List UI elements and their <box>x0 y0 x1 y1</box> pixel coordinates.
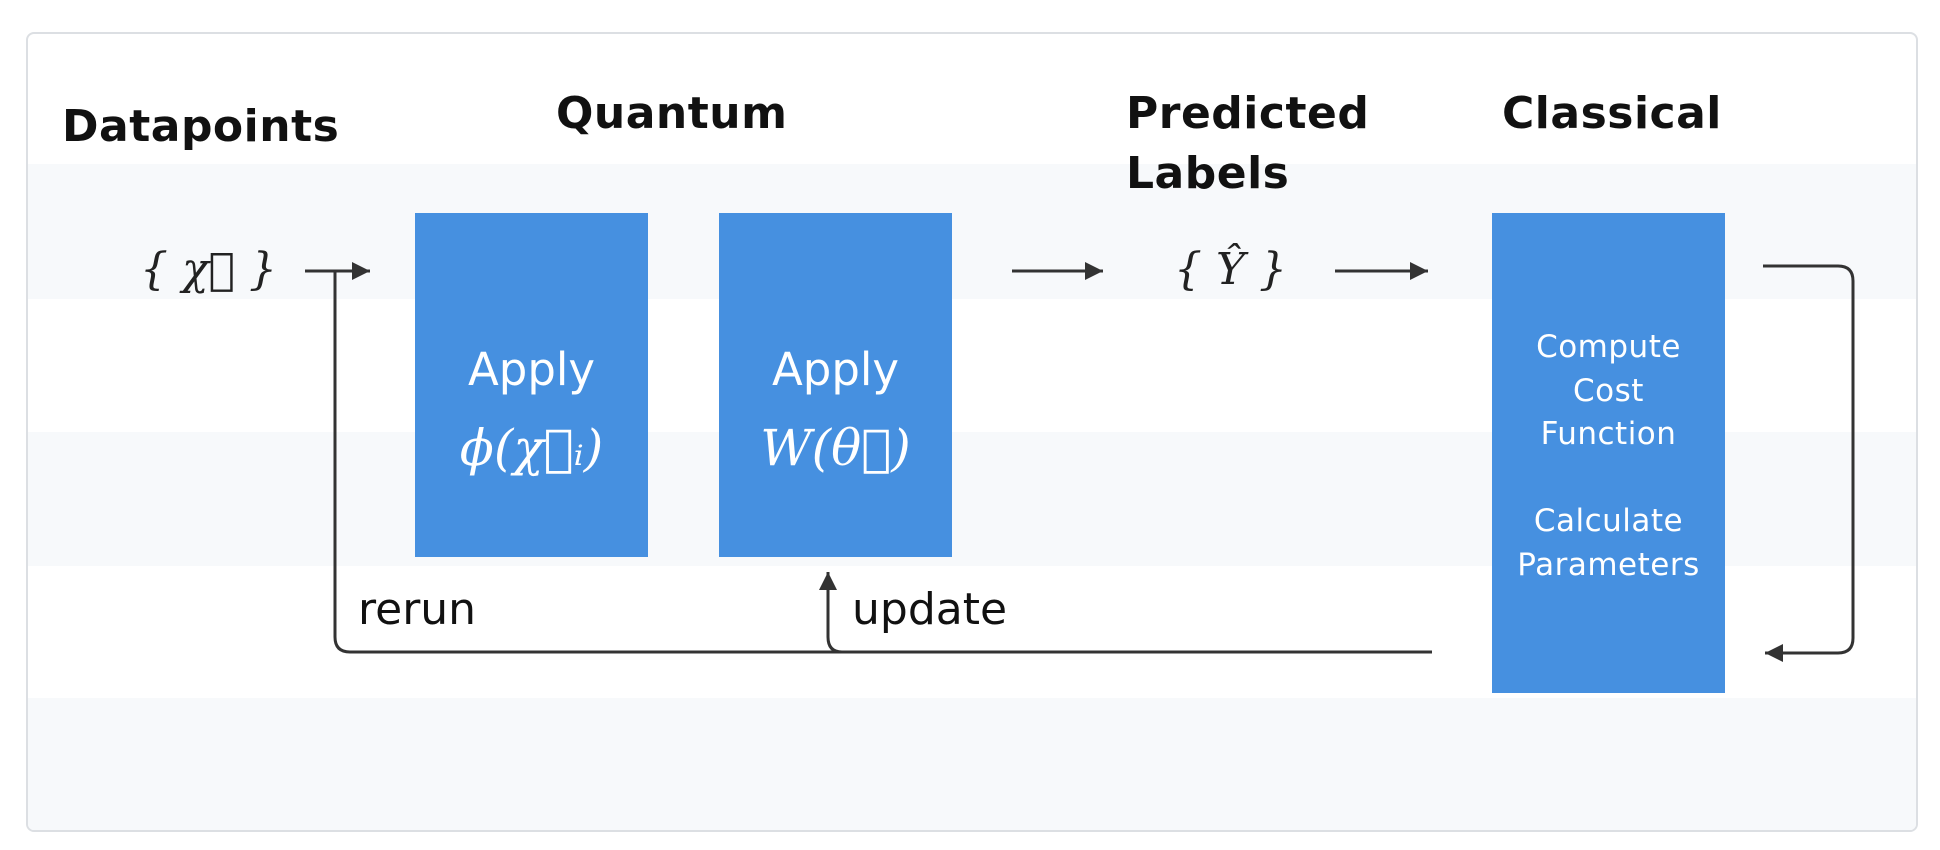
heading-classical: Classical <box>1502 88 1722 139</box>
edge-update <box>819 572 843 654</box>
heading-datapoints: Datapoints <box>62 101 340 152</box>
datapoint-set-math: { χ⃗ } <box>140 244 278 295</box>
heading-quantum: Quantum <box>556 88 788 139</box>
predicted-set-math: { Ŷ } <box>1174 244 1288 295</box>
feature-map-box: Apply ϕ(χ⃗ᵢ) <box>415 213 648 557</box>
feature-map-formula: ϕ(χ⃗ᵢ) <box>459 419 604 477</box>
heading-predicted: Predicted Labels <box>1126 84 1369 204</box>
edge-rerun <box>333 271 1432 654</box>
rerun-label: rerun <box>358 584 477 635</box>
classical-compute-label: Compute <box>1536 329 1681 365</box>
feature-map-title: Apply <box>467 343 596 396</box>
classical-cost-label: Cost <box>1573 373 1644 409</box>
variational-box: Apply W(θ⃗) <box>719 213 952 557</box>
classical-calculate-label: Calculate <box>1533 503 1684 539</box>
heading-predicted-line1: Predicted <box>1126 88 1370 139</box>
variational-title: Apply <box>771 343 900 396</box>
classical-box: Compute Cost Function Calculate Paramete… <box>1492 213 1725 693</box>
edge-classical-loop <box>1763 264 1855 662</box>
background-band <box>28 698 1916 830</box>
classical-function-label: Function <box>1540 416 1677 452</box>
update-label: update <box>852 584 1008 635</box>
classical-parameters-label: Parameters <box>1517 547 1700 583</box>
variational-formula: W(θ⃗) <box>760 419 911 477</box>
heading-predicted-line2: Labels <box>1126 148 1290 199</box>
